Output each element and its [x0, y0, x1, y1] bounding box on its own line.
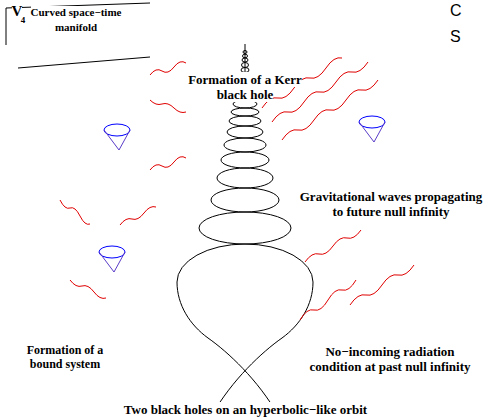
cut-letter: S: [450, 28, 470, 46]
bound-label: Formation of a bound system: [18, 343, 112, 371]
cut-letter-text: C: [450, 2, 462, 19]
bound-label-text: Formation of a bound system: [27, 343, 104, 371]
waves-label: Gravitational waves propagating to futur…: [296, 189, 486, 219]
orbit-ellipse: [224, 138, 266, 152]
orbit-ellipse: [227, 126, 263, 138]
wave-line: [60, 200, 90, 224]
wave-line: [305, 230, 361, 262]
cut-letter: C: [450, 2, 470, 20]
orbit-ellipse: [229, 116, 261, 126]
manifold-label: Curved space−time manifold: [24, 5, 128, 35]
symbol-subscript-text: 4: [21, 15, 26, 25]
waves-label-text: Gravitational waves propagating to futur…: [300, 189, 483, 219]
wave-line: [150, 62, 186, 75]
kerr-label: Formation of a Kerr black hole: [184, 72, 306, 102]
wave-line: [70, 280, 106, 298]
boundary-label: No−incoming radiation condition at past …: [298, 344, 482, 374]
orbit-ellipse: [242, 63, 249, 68]
orbit-ellipse: [217, 168, 273, 188]
kerr-label-text: Formation of a Kerr black hole: [188, 72, 302, 102]
light-cone: [104, 124, 130, 136]
wave-line: [150, 157, 186, 170]
manifold-edge: [18, 57, 150, 68]
orbit-ellipse: [242, 58, 248, 62]
cut-letter-text: S: [450, 28, 461, 45]
wave-line: [150, 100, 186, 113]
caption-label-text: Two black holes on an hyperbolic−like or…: [124, 402, 367, 417]
wave-line: [300, 280, 356, 320]
orbit-ellipse: [231, 108, 259, 116]
manifold-edge: [6, 3, 150, 45]
boundary-label-text: No−incoming radiation condition at past …: [309, 344, 470, 374]
light-cone: [359, 122, 385, 142]
wave-line: [120, 207, 156, 225]
orbit-strand: [212, 282, 313, 415]
orbit-ellipse: [221, 152, 269, 168]
wave-line: [350, 265, 414, 305]
inspiral-orbit: [177, 44, 313, 415]
light-cone: [99, 252, 125, 272]
orbit-ellipse: [211, 188, 279, 212]
symbol-subscript: 4: [19, 15, 27, 25]
light-cone: [99, 246, 125, 258]
wave-line: [282, 80, 378, 140]
orbit-ellipse: [243, 51, 247, 54]
manifold-frame: [6, 3, 150, 68]
caption-label: Two black holes on an hyperbolic−like or…: [20, 402, 471, 417]
light-cone: [359, 116, 385, 128]
orbit-ellipse: [177, 244, 313, 282]
orbit-ellipse: [243, 54, 248, 58]
manifold-label-text: Curved space−time manifold: [31, 6, 122, 33]
light-cone: [104, 130, 130, 150]
orbit-strand: [177, 282, 278, 415]
orbit-ellipse: [199, 212, 291, 244]
